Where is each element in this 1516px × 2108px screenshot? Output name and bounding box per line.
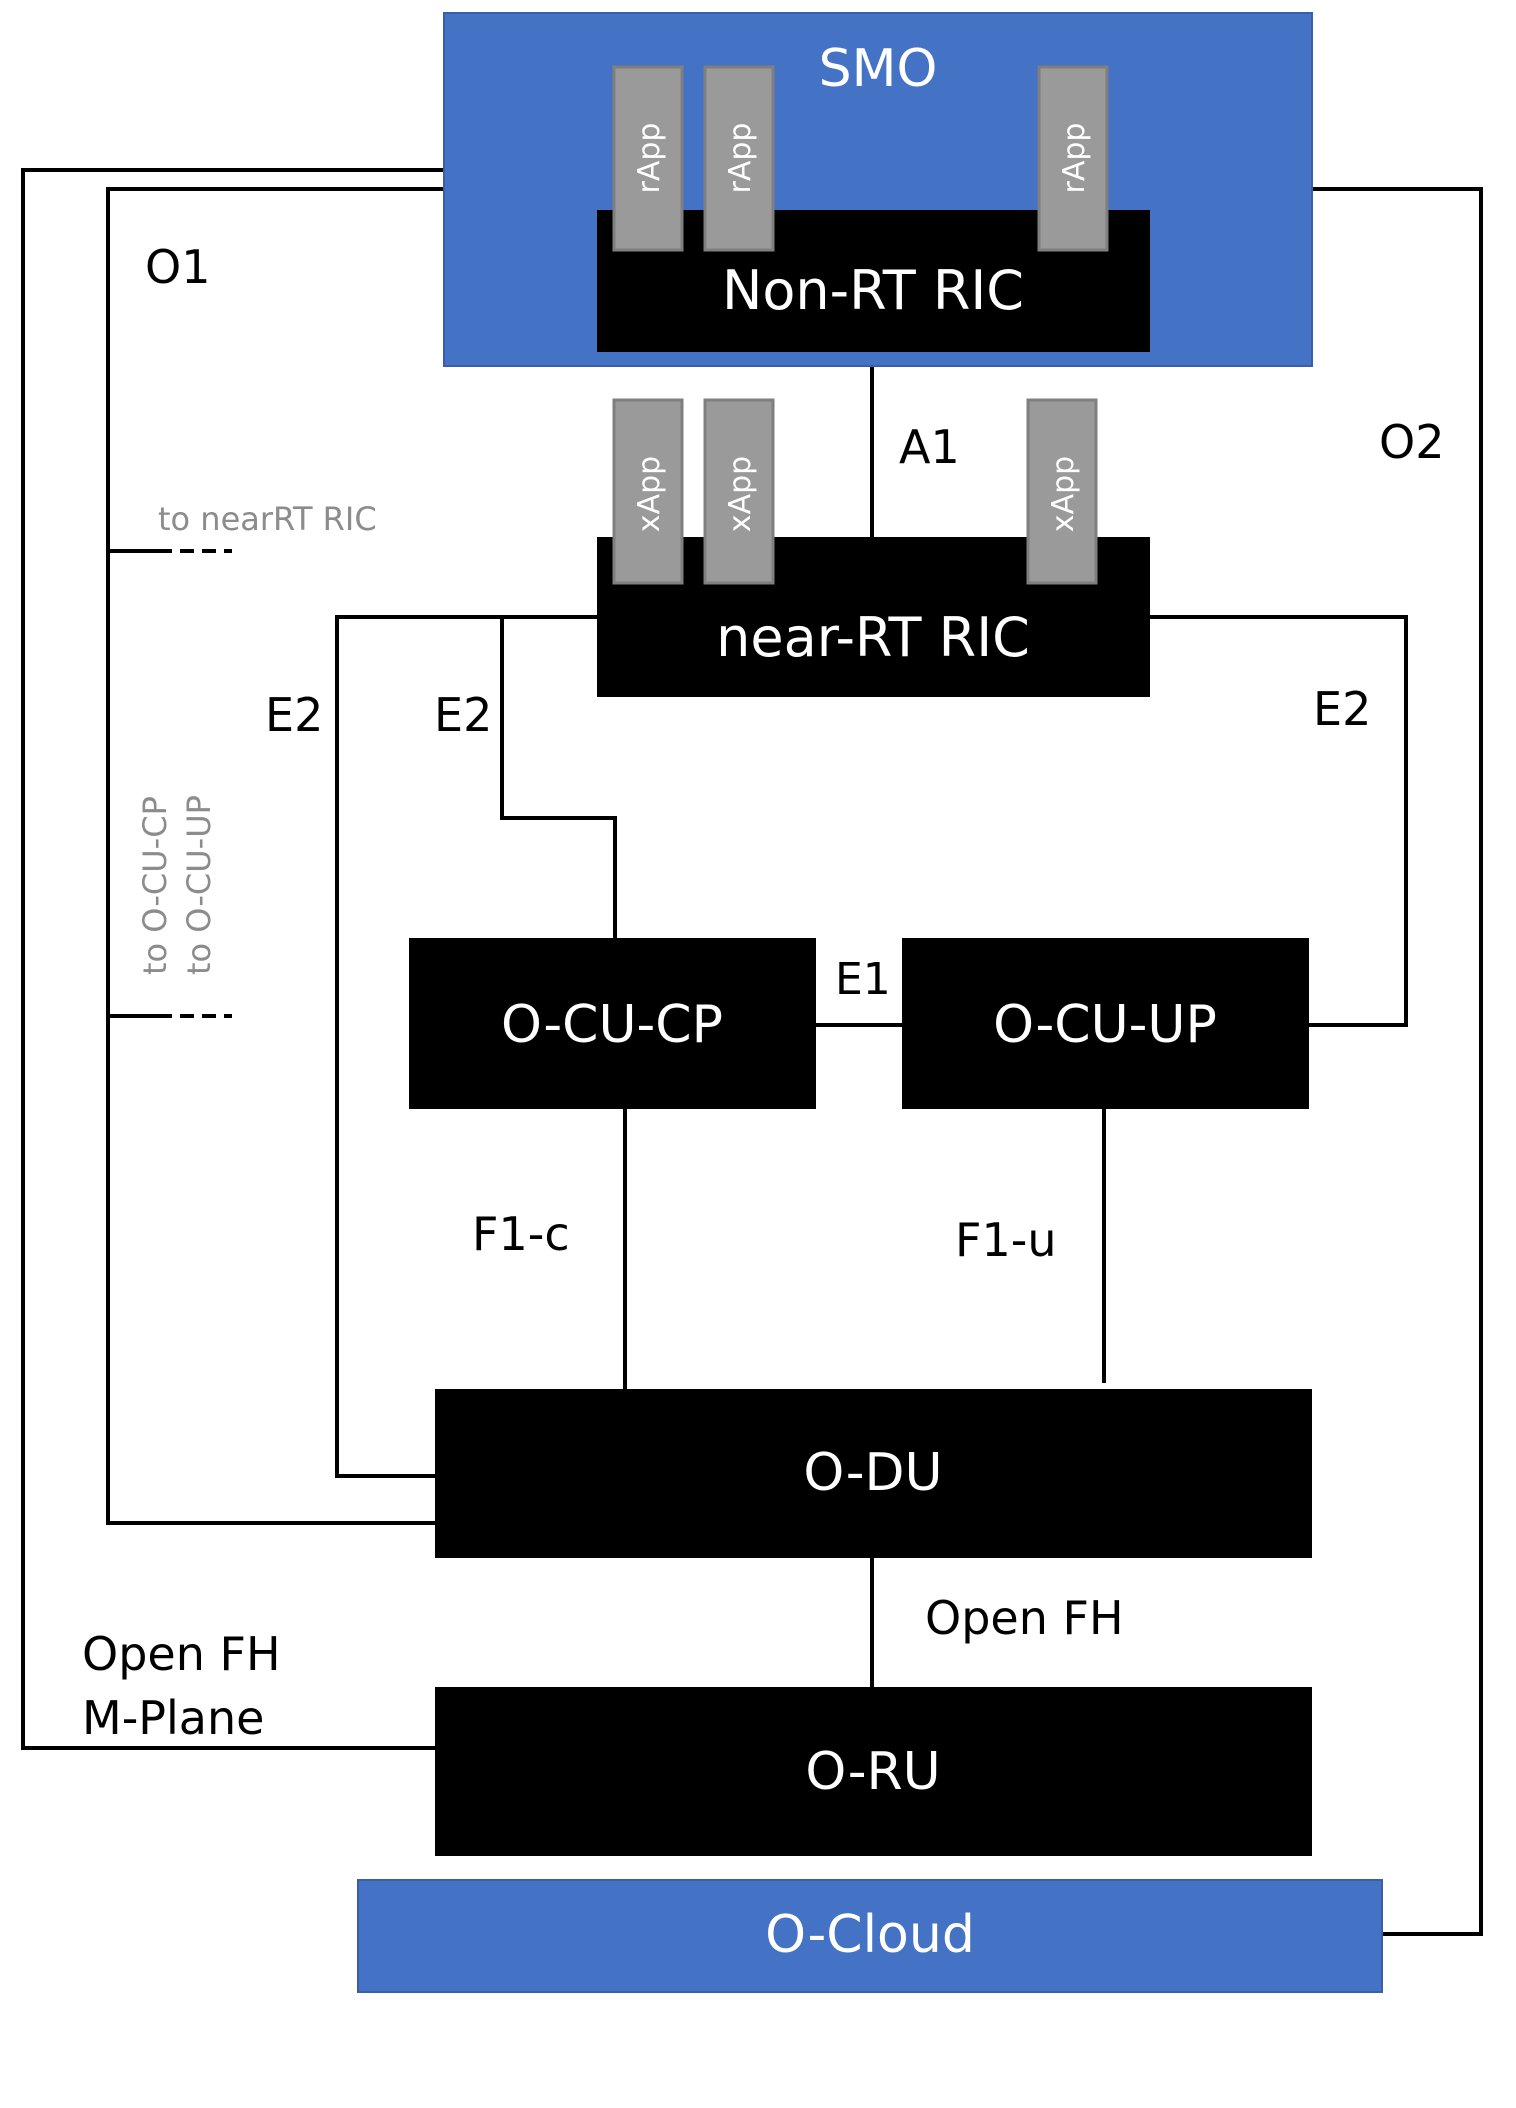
to-near-rt-ric-annotation: to nearRT RIC	[158, 500, 377, 538]
o-cu-up-label: O-CU-UP	[993, 995, 1217, 1055]
to-o-cu-cp-annotation: to O-CU-CP	[136, 796, 174, 975]
rapp-3-label: rApp	[1057, 123, 1092, 194]
o2-line	[1312, 187, 1483, 1936]
o-cloud-box: O-Cloud	[357, 1879, 1383, 1993]
e2-right-line	[1150, 615, 1408, 1027]
o-cu-cp-rect	[409, 938, 816, 1109]
f1c-label: F1-c	[472, 1207, 570, 1261]
non-rt-ric-label: Non-RT RIC	[722, 259, 1024, 322]
o-du-label: O-DU	[803, 1443, 942, 1503]
open-fh-label: Open FH	[925, 1591, 1124, 1645]
o-ru-rect	[435, 1687, 1312, 1856]
to-o-cu-up-annotation: to O-CU-UP	[180, 795, 218, 975]
o-cu-cp-box: O-CU-CP	[409, 938, 816, 1109]
e2-mid-label: E2	[434, 688, 492, 742]
xapp-3: xApp	[1026, 398, 1098, 585]
xapp-2-label: xApp	[723, 456, 758, 532]
xapp-1-rect	[612, 398, 684, 585]
rapp-3-rect	[1037, 65, 1109, 252]
o2-label: O2	[1379, 415, 1444, 469]
rapp-1-label: rApp	[632, 123, 667, 194]
xapp-3-label: xApp	[1046, 456, 1081, 532]
o-cloud-label: O-Cloud	[765, 1905, 975, 1965]
e2-right-label: E2	[1313, 682, 1371, 736]
open-fh-mplane-label-line1: Open FH	[82, 1627, 281, 1681]
e2-mid-line	[500, 617, 617, 938]
connection-lines	[21, 168, 1483, 1936]
rapp-2-rect	[703, 65, 775, 252]
f1u-label: F1-u	[955, 1213, 1056, 1267]
e2-left-line	[335, 615, 597, 1478]
smo-label: SMO	[819, 39, 938, 99]
o-du-box: O-DU	[435, 1389, 1312, 1558]
rapp-3: rApp	[1037, 65, 1109, 252]
o-cu-up-box: O-CU-UP	[902, 938, 1309, 1109]
xapp-2-rect	[703, 398, 775, 585]
o1-label: O1	[145, 240, 210, 294]
dashed-stubs	[158, 549, 232, 1018]
e1-label: E1	[835, 954, 891, 1005]
o-cu-up-rect	[902, 938, 1309, 1109]
e2-left-label: E2	[265, 688, 323, 742]
xapp-2: xApp	[703, 398, 775, 585]
o-cu-cp-label: O-CU-CP	[501, 995, 723, 1055]
mplane-line	[21, 168, 444, 1750]
xapp-1-label: xApp	[632, 456, 667, 532]
o-cloud-rect	[357, 1879, 1383, 1993]
open-fh-mplane-label-line2: M-Plane	[82, 1691, 264, 1745]
o-du-rect	[435, 1389, 1312, 1558]
near-rt-ric-label: near-RT RIC	[716, 606, 1030, 669]
xapp-3-rect	[1026, 398, 1098, 585]
o1-line	[106, 187, 444, 1525]
o-ru-box: O-RU	[435, 1687, 1312, 1856]
rapp-2: rApp	[703, 65, 775, 252]
rapp-2-label: rApp	[723, 123, 758, 194]
rapp-1: rApp	[612, 65, 684, 252]
a1-label: A1	[899, 420, 960, 474]
o-ru-label: O-RU	[805, 1742, 940, 1802]
rapp-1-rect	[612, 65, 684, 252]
xapp-1: xApp	[612, 398, 684, 585]
